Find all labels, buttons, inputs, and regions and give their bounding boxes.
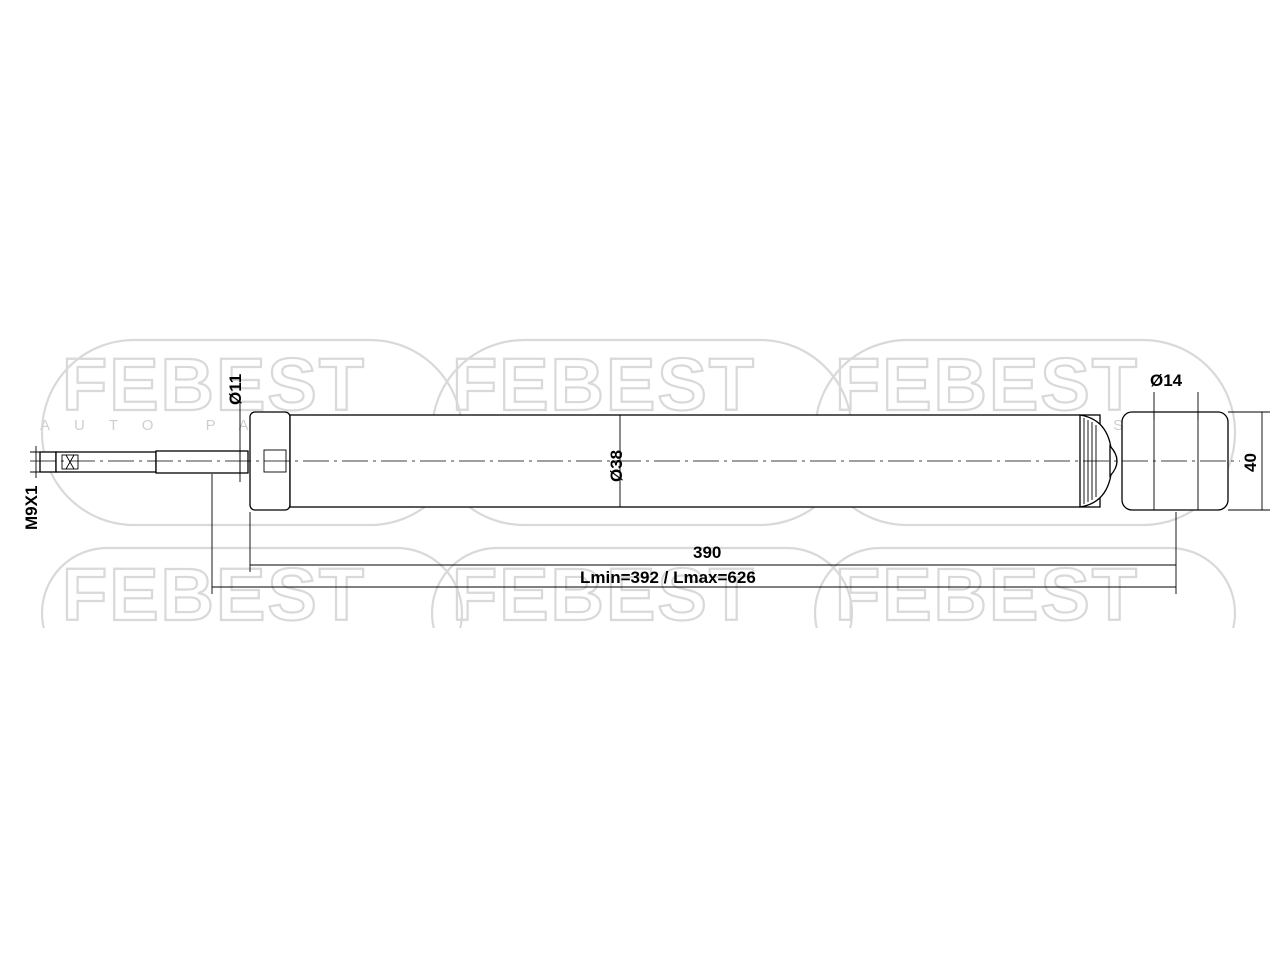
watermark-brand: FEBEST <box>452 553 756 636</box>
watermark-brand: FEBEST <box>452 343 756 426</box>
dimension-annotations: M9X1 Ø11 Ø38 Ø14 40 390 Lmin=392 / Lmax=… <box>22 371 1270 594</box>
piston-rod <box>155 450 249 474</box>
stroke-range-label: Lmin=392 / Lmax=626 <box>580 568 756 587</box>
watermark-mask <box>0 628 1280 960</box>
eye-neck <box>1109 444 1118 478</box>
thread-tip <box>39 451 57 473</box>
watermark-logo: FEBEST <box>813 546 1237 680</box>
watermark-logo: FEBEST <box>40 546 464 680</box>
watermark-brand: FEBEST <box>62 553 366 636</box>
watermark-brand: FEBEST <box>62 343 366 426</box>
watermark-brand: FEBEST <box>835 343 1139 426</box>
watermark-brand: FEBEST <box>835 553 1139 636</box>
stud-nut-mark <box>65 454 75 470</box>
body-diameter-label: Ø38 <box>607 450 626 482</box>
eye-width-label: 40 <box>1241 453 1260 472</box>
body-length-label: 390 <box>693 543 721 562</box>
watermark-logo: FEBEST <box>430 546 854 680</box>
rod-diameter-label: Ø11 <box>226 374 245 405</box>
thread-dimension-label: M9X1 <box>22 486 41 530</box>
stud-nut-flat <box>61 454 79 470</box>
shock-absorber <box>30 411 1240 511</box>
eye-diameter-label: Ø14 <box>1150 371 1183 390</box>
